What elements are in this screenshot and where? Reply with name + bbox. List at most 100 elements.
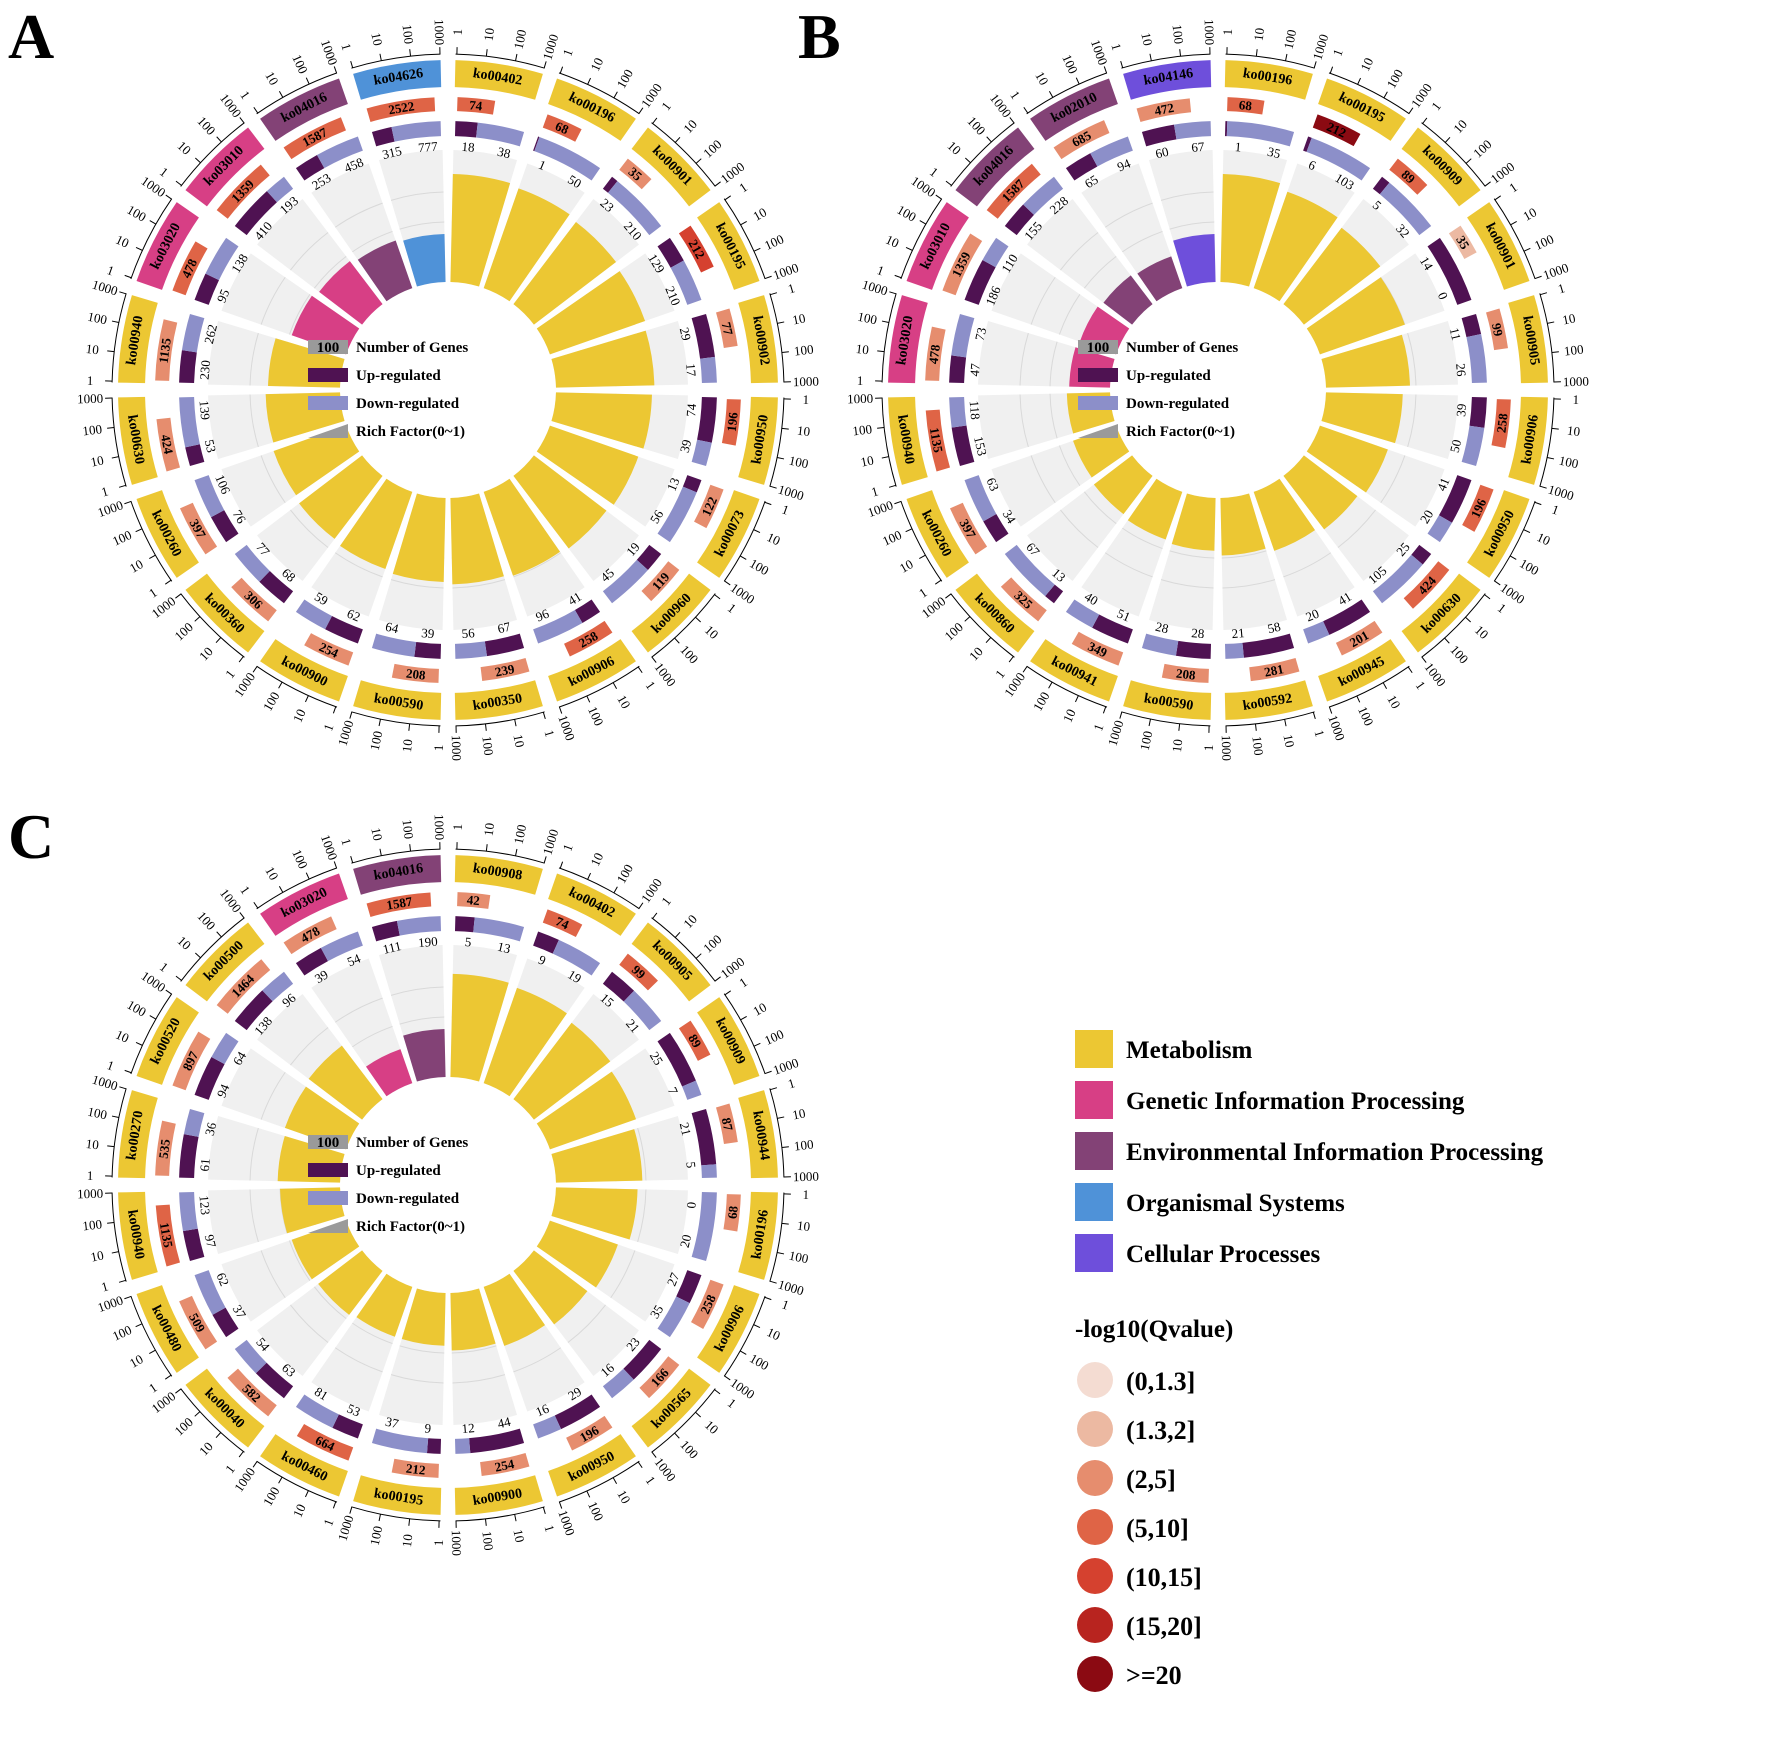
scale-axis	[256, 1460, 338, 1503]
scale-axis	[1421, 122, 1486, 187]
down-regulated-bar	[951, 313, 975, 358]
scale-axis	[111, 1088, 127, 1178]
down-regulated-bar	[1174, 121, 1212, 140]
category-ring-segment	[738, 396, 778, 485]
sector-separator	[133, 421, 346, 494]
scale-tick-label: 1	[146, 585, 160, 601]
sector-separator	[344, 1287, 417, 1500]
scale-tick-label: 1	[559, 842, 575, 853]
scale-tick-label: 1	[658, 99, 674, 113]
down-count-label: 26	[1453, 363, 1469, 378]
rich-factor-bar	[483, 1273, 546, 1346]
scale-tick-label: 100	[1281, 28, 1300, 50]
category-ring-segment	[1123, 680, 1212, 720]
down-regulated-bar	[391, 121, 442, 142]
sector-separator	[133, 1216, 346, 1289]
scale-tick-label: 10	[481, 822, 497, 837]
category-ring-segment	[136, 490, 199, 578]
scale-tick	[164, 1374, 172, 1380]
up-count-label: 153	[971, 435, 990, 457]
down-regulated-bar	[179, 1191, 198, 1232]
down-count-label: 54	[345, 950, 363, 969]
scale-tick-label: 1	[431, 744, 446, 751]
scale-tick	[378, 1514, 381, 1522]
inner-legend-up-label: Up-regulated	[356, 368, 441, 384]
rich-factor-bar	[357, 240, 413, 302]
scale-tick-label: 1	[992, 667, 1008, 681]
sector-separator	[252, 1271, 386, 1453]
scale-tick-label: 100	[82, 1216, 103, 1233]
scale-axis	[1539, 397, 1555, 487]
scale-axis	[950, 122, 1015, 187]
scale-tick-label: 100	[86, 1104, 108, 1123]
scale-tick-label: 100	[747, 555, 771, 578]
up-count-label: 18	[461, 139, 475, 155]
scale-tick-label: 100	[125, 202, 149, 225]
rich-gridline	[249, 394, 259, 448]
scale-tick	[175, 1388, 182, 1394]
qvalue-bar	[619, 953, 658, 991]
scale-tick	[638, 107, 644, 114]
scale-tick-label: 10	[1280, 733, 1297, 749]
rich-gridline	[290, 1027, 329, 1066]
up-regulated-bar	[949, 355, 967, 384]
down-regulated-bar	[1427, 515, 1452, 543]
rich-gridline	[1122, 230, 1163, 253]
rich-gridline	[288, 1240, 311, 1281]
sector-separator	[180, 1247, 362, 1381]
up-count-label: 230	[197, 360, 214, 381]
rich-gridline	[334, 552, 383, 578]
qvalue-bar	[1000, 577, 1047, 622]
scale-axis	[651, 917, 716, 982]
scale-tick	[919, 220, 927, 225]
rich-factor-bar	[450, 973, 509, 1082]
qvalue-bar	[172, 1031, 211, 1091]
up-regulated-bar	[469, 1428, 525, 1454]
qvalue-bar	[366, 97, 436, 122]
scale-tick	[781, 427, 789, 430]
scale-tick	[739, 1350, 747, 1355]
scale-tick-label: 100	[289, 52, 311, 76]
scale-tick-label: 1	[338, 836, 354, 846]
scale-tick-label: 100	[793, 342, 814, 359]
scale-tick	[1285, 53, 1288, 61]
qvalue-legend-swatch	[1077, 1558, 1113, 1594]
scale-tick-label: 10	[859, 452, 875, 469]
scale-axis	[180, 1388, 245, 1453]
scale-tick	[278, 886, 284, 893]
gene-count-label: 196	[724, 411, 741, 433]
up-count-label: 58	[1266, 619, 1282, 637]
inner-legend-count-swatch	[308, 340, 348, 354]
scale-tick-label: 1	[857, 373, 864, 388]
scale-tick-label: 1000	[77, 1186, 103, 1202]
qvalue-bar	[155, 319, 178, 381]
scale-tick	[764, 1070, 772, 1075]
rich-factor-bar	[1103, 275, 1153, 325]
scale-tick	[1494, 580, 1501, 586]
down-regulated-bar	[1303, 621, 1330, 644]
scale-tick	[485, 844, 488, 852]
rich-gridline	[352, 1322, 393, 1345]
category-ring-segment	[118, 1191, 158, 1280]
scale-tick	[753, 1042, 761, 1047]
scale-tick	[305, 872, 310, 880]
scale-tick-label: 1	[1428, 99, 1444, 113]
scale-tick	[408, 723, 411, 731]
inner-legend-down-swatch	[308, 1191, 348, 1205]
qvalue-bar	[1462, 484, 1494, 532]
up-regulated-bar	[234, 990, 273, 1031]
rich-factor-bar	[1137, 256, 1183, 302]
scale-tick	[1119, 711, 1123, 719]
gene-count-label: 99	[1489, 322, 1507, 338]
rich-gridline	[1019, 394, 1029, 448]
rich-factor-bar	[551, 1129, 643, 1183]
up-count-label: 53	[202, 438, 220, 454]
